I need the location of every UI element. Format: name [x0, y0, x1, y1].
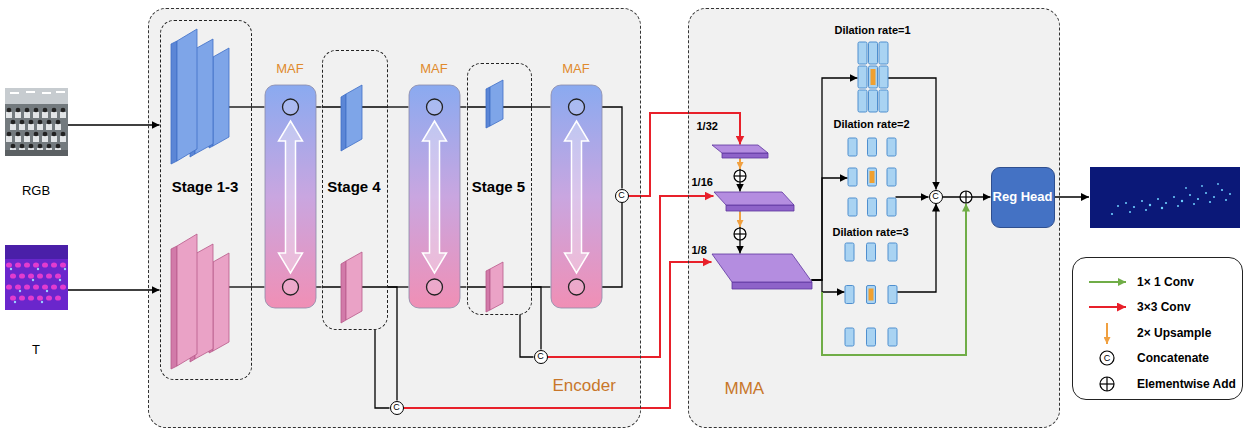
connector [460, 286, 467, 287]
connector [897, 204, 937, 293]
mma-region: MMA1/321/161/8Dilation rate=1Dilation ra… [688, 8, 1060, 428]
feature-map-art [712, 254, 812, 290]
legend-text: Concatenate [1137, 350, 1209, 366]
connector [252, 286, 265, 287]
connector [388, 106, 409, 107]
dilated-kernel: Dilation rate=1 [858, 42, 888, 112]
concat-node: C [534, 350, 548, 364]
rgb-image-art [5, 88, 68, 156]
thermal-image-art [5, 245, 68, 310]
connector [888, 78, 937, 190]
feature-map: 1/32 [712, 145, 768, 159]
concat-symbol: C [1104, 353, 1111, 363]
connector [252, 106, 265, 107]
connector [602, 107, 623, 189]
legend-box: 1× 1 Conv 3×3 Conv 2× UpsampleConcatenateE… [1072, 257, 1243, 400]
maf-block: MAF [265, 85, 316, 308]
dilated-kernel-art [848, 138, 896, 216]
legend-text: 3×3 Conv [1137, 299, 1191, 315]
module-label: MAF [276, 62, 303, 77]
connector [68, 289, 160, 290]
connector [388, 287, 398, 401]
stage-box: Stage 5 [467, 63, 532, 315]
rgb-image: RGB [5, 88, 68, 156]
connector [316, 106, 322, 107]
concat-symbol: C [393, 403, 400, 412]
density-map [1090, 167, 1240, 228]
dilation-label: Dilation rate=2 [833, 118, 909, 131]
stage-label: Stage 4 [327, 178, 380, 195]
stage-label: Stage 1-3 [172, 178, 239, 195]
reg-head: Reg Head [991, 167, 1055, 228]
stage-box: Stage 4 [322, 50, 388, 330]
connector [812, 78, 858, 280]
dilation-label: Dilation rate=1 [834, 24, 910, 37]
image-caption: T [32, 343, 40, 358]
concat-node: C [615, 189, 629, 203]
maf-block-art [409, 85, 460, 308]
maf-block-art [265, 85, 316, 308]
conv1x1-line [822, 204, 966, 356]
encoder-region: Encoder Stage 1-3 MAF Stage 4 MAF Stage 5 MAF C… [148, 8, 641, 428]
dilated-kernel: Dilation rate=3 [845, 243, 897, 346]
concat-symbol: C [537, 352, 544, 361]
image-caption: RGB [22, 184, 50, 199]
connector [812, 280, 845, 292]
dilation-label: Dilation rate=3 [832, 226, 908, 239]
feature-map-art [712, 145, 768, 159]
head-label: Reg Head [993, 190, 1053, 205]
connector [896, 196, 929, 197]
connector [739, 212, 740, 254]
legend-text: 1× 1 Conv [1137, 274, 1194, 290]
output-arrow [1053, 196, 1089, 197]
feature-map: 1/8 [712, 254, 812, 290]
scale-label: 1/8 [692, 244, 707, 257]
concat-symbol: C [932, 192, 939, 201]
maf-block-art [551, 85, 602, 308]
module-label: MAF [420, 62, 447, 77]
connector [316, 286, 322, 287]
feature-map-art [714, 192, 794, 212]
thermal-image: T [5, 245, 68, 310]
scale-label: 1/16 [692, 176, 713, 189]
dilated-kernel: Dilation rate=2 [848, 138, 896, 216]
connector [375, 330, 390, 409]
maf-block: MAF [409, 85, 460, 308]
region-fill [148, 8, 1060, 428]
maf-block: MAF [551, 85, 602, 308]
connector [532, 287, 542, 350]
stage-box-art [159, 19, 251, 379]
region-title: MMA [725, 379, 765, 399]
legend-text: Elementwise Add [1137, 376, 1236, 392]
stage-box: Stage 1-3 [160, 20, 252, 380]
stage-label: Stage 5 [472, 178, 525, 195]
connector [532, 106, 551, 107]
scale-label: 1/32 [697, 120, 718, 133]
dilated-kernel-art [845, 243, 897, 346]
connector [68, 124, 160, 125]
connector [520, 315, 534, 358]
connector [602, 203, 623, 288]
concat-node: C [929, 190, 943, 204]
module-label: MAF [562, 62, 589, 77]
connector [739, 159, 740, 192]
concat-symbol: C [618, 191, 625, 200]
dilated-kernel-art [858, 42, 888, 112]
concat-node: C [390, 401, 404, 415]
connector [460, 106, 467, 107]
legend-text: 2× Upsample [1137, 325, 1211, 341]
feature-map: 1/16 [714, 192, 794, 212]
region-title: Encoder [553, 376, 616, 396]
